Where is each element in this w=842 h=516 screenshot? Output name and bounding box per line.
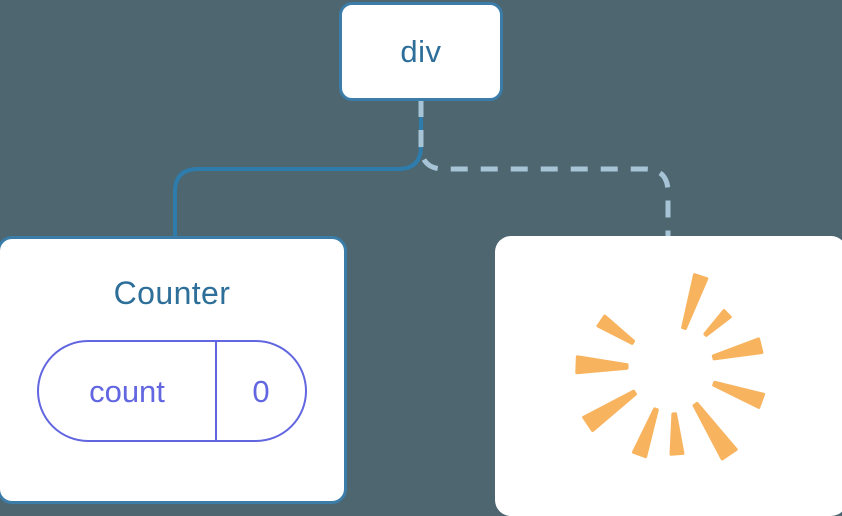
sparkle-ray-6 bbox=[669, 412, 685, 456]
state-pill-key: count bbox=[89, 373, 165, 409]
sparkle-ray-4 bbox=[712, 380, 766, 409]
sparkle-ray-9 bbox=[575, 355, 629, 375]
sparkle-ray-3 bbox=[711, 337, 764, 361]
sparkle-ray-5 bbox=[692, 401, 738, 461]
sparkle-ray-1 bbox=[681, 273, 709, 330]
sparkle-ray-8 bbox=[582, 389, 638, 433]
state-pill-value: 0 bbox=[215, 342, 305, 440]
connector-layer bbox=[173, 98, 671, 242]
connector-dashed-root-to-sparkle bbox=[418, 100, 671, 240]
sparkle-ray-7 bbox=[631, 407, 659, 459]
sparkle-burst-icon bbox=[575, 273, 766, 461]
node-div-label: div bbox=[400, 34, 442, 69]
node-sparkle[interactable] bbox=[495, 236, 842, 516]
node-div[interactable]: div bbox=[339, 2, 503, 101]
connector-solid-root-to-counter bbox=[173, 98, 423, 242]
sparkle-ray-2 bbox=[703, 309, 732, 337]
state-pill-count[interactable]: count 0 bbox=[37, 340, 307, 442]
node-counter-label: Counter bbox=[113, 275, 231, 311]
sparkle-ray-10 bbox=[596, 314, 636, 345]
node-counter[interactable]: Counter count 0 bbox=[0, 236, 347, 504]
